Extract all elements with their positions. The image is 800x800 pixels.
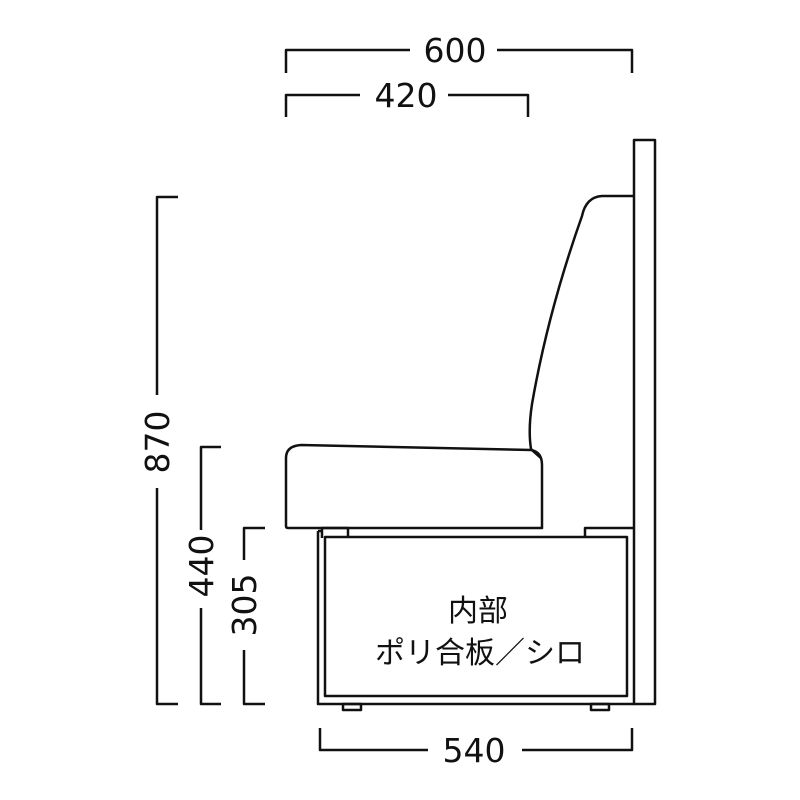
base-depth-label: 540 xyxy=(443,731,506,770)
dimension-base-depth: 540 xyxy=(318,728,634,770)
base-box-inner xyxy=(323,535,629,698)
dim-line-bottom xyxy=(155,488,178,706)
sofa-body xyxy=(284,138,657,712)
interior-material-note: 内部 ポリ合板／シロ xyxy=(375,594,585,671)
dim-line-top xyxy=(199,445,221,530)
dim-line-top xyxy=(155,195,178,395)
back-cushion xyxy=(528,194,634,459)
dim-line-top xyxy=(242,526,265,560)
dim-line-left xyxy=(284,93,360,117)
dim-line-right xyxy=(497,48,634,73)
dim-line-bottom xyxy=(199,608,221,706)
back-panel xyxy=(632,138,657,706)
seat-height-label: 440 xyxy=(182,535,221,598)
dimension-seat-depth: 420 xyxy=(284,76,530,117)
dimension-base-height: 305 xyxy=(225,526,265,706)
note-line-1: 内部 xyxy=(448,594,508,629)
dim-line-left xyxy=(284,48,410,73)
seat-support-right xyxy=(583,526,634,538)
seat-support-left xyxy=(320,526,350,538)
overall-height-label: 870 xyxy=(138,411,177,474)
seat-depth-label: 420 xyxy=(375,76,438,115)
dimension-overall-depth: 600 xyxy=(284,31,634,73)
seat-cushion xyxy=(284,443,544,530)
dim-line-right xyxy=(522,728,634,752)
dim-line-bottom xyxy=(242,650,265,706)
dim-line-right xyxy=(448,93,530,117)
overall-depth-label: 600 xyxy=(424,31,487,70)
base-box-outer xyxy=(316,531,634,706)
foot-left xyxy=(341,702,363,712)
base-height-label: 305 xyxy=(225,574,264,637)
foot-right xyxy=(589,702,611,712)
dimension-overall-height: 870 xyxy=(138,195,178,706)
dimension-seat-height: 440 xyxy=(182,445,221,706)
dim-line-left xyxy=(318,728,428,752)
note-line-2: ポリ合板／シロ xyxy=(375,636,585,671)
